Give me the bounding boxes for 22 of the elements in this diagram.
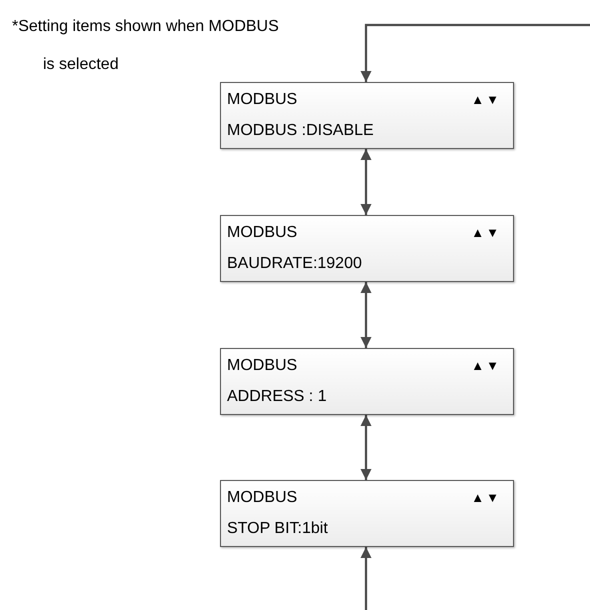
lcd-display-box [220,215,514,282]
arrow [360,149,372,215]
up-down-arrows-text: ▲▼ [471,489,501,507]
display-line-text: MODBUS [227,356,298,376]
display-line-text: BAUDRATE:19200 [227,254,362,274]
lcd-display-box [220,82,514,149]
display-line-text: MODBUS [227,223,298,243]
up-down-arrows-text: ▲▼ [471,357,501,375]
note-text: *Setting items shown when MODBUS is selected [12,17,280,75]
arrow [360,24,590,82]
display-line-text: MODBUS [227,488,298,508]
arrow [360,547,372,610]
arrow [360,282,372,348]
display-line-text: ADDRESS : 1 [227,387,327,407]
lcd-display-box [220,480,514,547]
up-down-arrows-text: ▲▼ [471,224,501,242]
arrow [360,415,372,480]
display-line-text: STOP BIT:1bit [227,519,328,539]
display-line-text: MODBUS [227,90,298,110]
lcd-display-box [220,348,514,415]
up-down-arrows-text: ▲▼ [471,91,501,109]
display-line-text: MODBUS :DISABLE [227,121,374,141]
